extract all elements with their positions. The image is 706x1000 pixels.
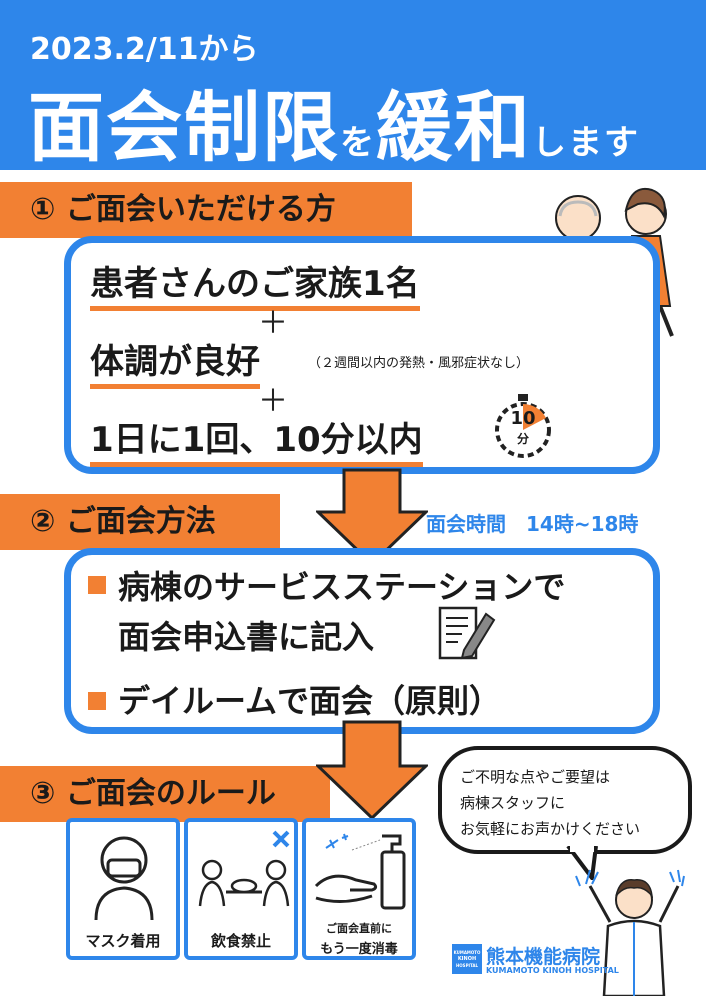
section1-tab: ① ご面会いただける方 — [0, 182, 412, 238]
stopwatch-icon — [495, 394, 551, 458]
logo-mark-text-2: KINOH — [457, 956, 477, 962]
timer-unit: 分 — [516, 432, 529, 446]
section2-tab: ② ご面会方法 — [0, 494, 280, 550]
rule-panel-disinfect: ご面会直前に もう一度消毒 — [302, 818, 416, 960]
bubble-line-3: お気軽にお声かけください — [460, 820, 641, 838]
form-pen-icon — [438, 606, 496, 660]
health-note: （２週間以内の発熱・風邪症状なし） — [308, 356, 530, 371]
hospital-name: 熊本機能病院 — [486, 946, 601, 968]
no-eating-icon — [198, 830, 290, 907]
header-banner — [0, 0, 706, 170]
rule-mask-label: マスク着用 — [85, 932, 161, 950]
title-main-1: 面会制限 — [28, 83, 340, 172]
down-arrow-icon-2 — [316, 720, 428, 820]
plus-sign-1: ＋ — [258, 306, 288, 341]
bullet-square-1 — [88, 576, 106, 594]
logo-mark-text-3: HOSPITAL — [455, 963, 479, 968]
plus-sign-2: ＋ — [258, 384, 288, 419]
bubble-line-2: 病棟スタッフに — [460, 794, 566, 812]
hospital-name-en: KUMAMOTO KINOH HOSPITAL — [486, 966, 619, 975]
hospital-logo-mark: KUMAMOTO KINOH HOSPITAL — [452, 944, 482, 974]
rule-disinfect-label-2: もう一度消毒 — [320, 942, 398, 957]
logo-mark-text-1: KUMAMOTO — [453, 950, 481, 955]
method-step-2: デイルームで面会（原則） — [118, 682, 502, 720]
timer-number: 10 — [510, 408, 536, 429]
title-suffix: します — [532, 123, 640, 163]
section3-tab: ③ ご面会のルール — [0, 766, 330, 822]
family-one-person-text: 患者さんのご家族1名 — [90, 264, 420, 311]
family-one-person: 患者さんのご家族1名 — [90, 256, 420, 311]
title-particle: を — [340, 123, 376, 163]
title-main-2: 緩和 — [376, 83, 532, 172]
nurse-illustration — [575, 869, 685, 996]
method-step-1-line1: 病棟のサービスステーションで — [118, 568, 566, 606]
section1-box — [64, 236, 660, 474]
bullet-square-2 — [88, 692, 106, 710]
hand-sanitizer-icon — [314, 833, 406, 910]
rule-no-eating-label: 飲食禁止 — [210, 932, 271, 950]
visit-limit: 1日に1回、10分以内 — [90, 412, 423, 467]
page-title: 面会制限を緩和します — [28, 66, 640, 176]
method-step-1-line2: 面会申込書に記入 — [118, 618, 375, 656]
good-health: 体調が良好 — [90, 334, 260, 389]
effective-date: 2023.2/11から — [30, 32, 259, 67]
bubble-line-1: ご不明な点やご要望は — [460, 768, 611, 786]
rule-disinfect-label-1: ご面会直前に — [326, 922, 392, 935]
visit-limit-text: 1日に1回、10分以内 — [90, 420, 423, 467]
rule-panel-mask: マスク着用 — [66, 818, 180, 960]
timer-icon: 10 分 — [490, 392, 556, 462]
good-health-text: 体調が良好 — [90, 342, 260, 389]
mask-person-icon — [94, 836, 154, 921]
rule-panel-no-eating: 飲食禁止 — [184, 818, 298, 960]
down-arrow-icon — [316, 468, 428, 566]
visiting-hours: 面会時間 14時~18時 — [426, 512, 639, 536]
speech-bubble — [438, 746, 692, 854]
